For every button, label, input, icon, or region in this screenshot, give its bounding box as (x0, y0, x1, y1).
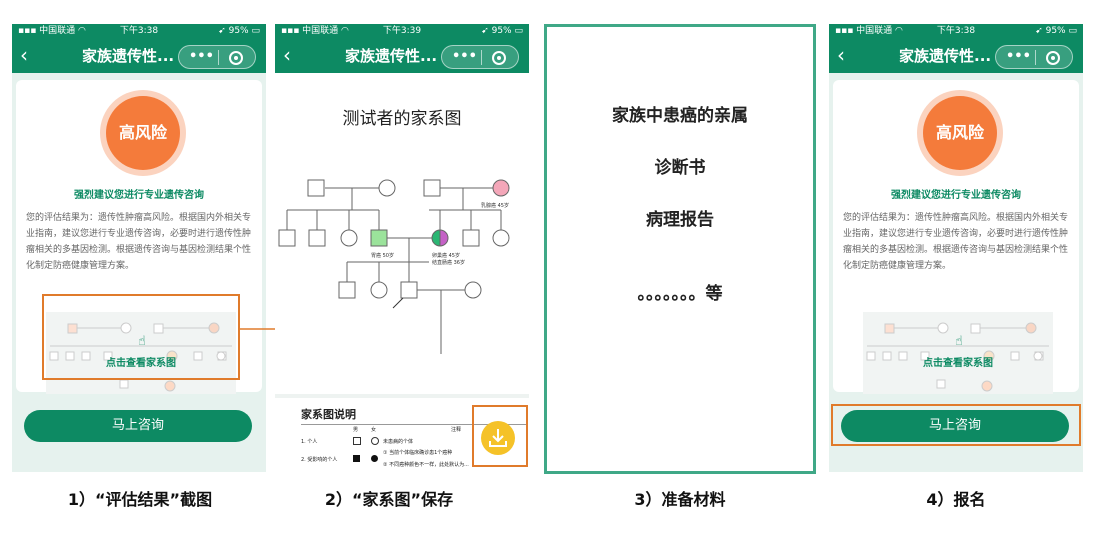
caption-step4: 4）报名 (926, 490, 986, 509)
male-square-icon (353, 437, 361, 445)
pedigree-chart: 乳腺癌 45岁 胃癌 50岁 卵巢癌 45岁 结直肠癌 36岁 (278, 179, 510, 354)
close-target-icon[interactable] (229, 51, 243, 65)
carrier-label: ▪▪▪ 中国联通 ◠ (281, 26, 349, 36)
female-circle-icon (371, 437, 379, 445)
legend-row2-label: 2. 受影响的个人 (301, 457, 338, 463)
more-icon[interactable]: ••• (1006, 49, 1031, 64)
legend-header-male: 男 (353, 427, 359, 433)
nav-bar: ‹ 家族遗传性... ••• (829, 39, 1083, 73)
materials-panel: 家族中患癌的亲属 诊断书 病理报告 。。。。。。。等 (544, 24, 816, 474)
back-icon[interactable]: ‹ (283, 43, 291, 67)
phone-panel-result: ▪▪▪ 中国联通 ◠ 下午3:38 ➹ 95% ▭ ‹ 家族遗传性... •••… (12, 24, 266, 472)
pedigree-thumbnail (866, 322, 1049, 392)
nav-title: 家族遗传性... (899, 47, 992, 65)
risk-badge: 高风险 (106, 96, 180, 170)
nav-bar: ‹ 家族遗传性... ••• (12, 39, 266, 73)
label-gastric-cancer: 胃癌 50岁 (371, 252, 394, 259)
legend-row2-note2: ② 不同癌种颜色不一样，此处默认为... (383, 462, 469, 468)
label-breast-cancer: 乳腺癌 45岁 (481, 202, 509, 209)
mini-program-capsule[interactable]: ••• (995, 45, 1073, 69)
status-bar: ▪▪▪ 中国联通 ◠ 下午3:39 ➹ 95% ▭ (275, 24, 529, 39)
result-card: 高风险 强烈建议您进行专业遗传咨询 您的评估结果为：遗传性肿瘤高风险。根据国内外… (16, 80, 262, 394)
consult-button[interactable]: 马上咨询 (841, 410, 1069, 442)
label-ovary-cancer: 卵巢癌 45岁 (432, 252, 460, 259)
battery-text: 95% (228, 26, 249, 36)
phone-panel-signup: ▪▪▪ 中国联通 ◠ 下午3:38 ➹ 95% ▭ ‹ 家族遗传性... •••… (829, 24, 1083, 472)
caption-step1: 1）“评估结果”截图 (67, 490, 213, 509)
result-description: 您的评估结果为：遗传性肿瘤高风险。根据国内外相关专业指南，建议您进行专业遗传咨询… (26, 213, 252, 271)
caption-step3: 3）准备材料 (634, 490, 726, 509)
affected-square-icon (353, 455, 360, 462)
affected-circle-icon (371, 455, 378, 462)
pedigree-preview[interactable]: ☝ 点击查看家系图 (863, 312, 1053, 394)
legend-row1-note: 未患病的个体 (383, 439, 414, 445)
carrier-text: 中国联通 (302, 26, 339, 36)
legend-row1-label: 1. 个人 (301, 439, 318, 445)
capsule-divider (218, 50, 219, 65)
nav-bar: ‹ 家族遗传性... ••• (275, 39, 529, 73)
battery-text: 95% (1045, 26, 1066, 36)
suggestion-text: 强烈建议您进行专业遗传咨询 (891, 190, 1021, 201)
legend-table: 男 女 注释 1. 个人 未患病的个体 2. 受影响的个人 ① 当前个体临床确诊… (301, 424, 527, 468)
capsule-divider (1035, 50, 1036, 65)
material-relatives: 家族中患癌的亲属 (612, 106, 748, 126)
status-time: 下午3:38 (119, 26, 159, 36)
carrier-text: 中国联通 (39, 26, 76, 36)
close-target-icon[interactable] (492, 51, 506, 65)
carrier-label: ▪▪▪ 中国联通 ◠ (835, 26, 903, 36)
nav-title: 家族遗传性... (345, 47, 438, 65)
pedigree-preview[interactable]: ☝ 点击查看家系图 (46, 312, 236, 394)
caption-step2: 2）“家系图”保存 (324, 490, 454, 509)
hand-pointer-icon: ☝ (138, 334, 146, 349)
hand-pointer-icon: ☝ (955, 334, 963, 349)
mini-program-capsule[interactable]: ••• (441, 45, 519, 69)
mini-program-capsule[interactable]: ••• (178, 45, 256, 69)
back-icon[interactable]: ‹ (837, 43, 845, 67)
more-icon[interactable]: ••• (452, 49, 477, 64)
status-bar: ▪▪▪ 中国联通 ◠ 下午3:38 ➹ 95% ▭ (829, 24, 1083, 39)
view-pedigree-link[interactable]: 点击查看家系图 (106, 358, 176, 369)
consult-button[interactable]: 马上咨询 (24, 410, 252, 442)
status-time: 下午3:38 (936, 26, 976, 36)
download-highlight-box (472, 405, 528, 467)
preview-highlight-box (42, 294, 240, 380)
legend-row2-note1: ① 当前个体临床确诊患1个癌种 (383, 450, 453, 456)
result-card: 高风险 强烈建议您进行专业遗传咨询 您的评估结果为：遗传性肿瘤高风险。根据国内外… (833, 80, 1079, 394)
consult-highlight-box (831, 404, 1081, 446)
more-icon[interactable]: ••• (189, 49, 214, 64)
back-icon[interactable]: ‹ (20, 43, 28, 67)
material-diagnosis: 诊断书 (654, 158, 706, 178)
status-time: 下午3:39 (382, 26, 422, 36)
battery-indicator: ➹ 95% ▭ (481, 26, 523, 36)
capsule-divider (481, 50, 482, 65)
nav-title: 家族遗传性... (82, 47, 175, 65)
battery-text: 95% (491, 26, 512, 36)
result-description: 您的评估结果为：遗传性肿瘤高风险。根据国内外相关专业指南，建议您进行专业遗传咨询… (843, 213, 1069, 271)
status-bar: ▪▪▪ 中国联通 ◠ 下午3:38 ➹ 95% ▭ (12, 24, 266, 39)
pedigree-thumbnail (49, 322, 232, 392)
legend-title: 家系图说明 (301, 408, 356, 421)
battery-indicator: ➹ 95% ▭ (218, 26, 260, 36)
material-pathology: 病理报告 (646, 210, 714, 230)
pedigree-title: 测试者的家系图 (342, 109, 462, 129)
battery-indicator: ➹ 95% ▭ (1035, 26, 1077, 36)
close-target-icon[interactable] (1046, 51, 1060, 65)
view-pedigree-link[interactable]: 点击查看家系图 (923, 358, 993, 369)
legend-header-female: 女 (371, 427, 377, 433)
download-icon (489, 429, 507, 447)
label-colon-cancer: 结直肠癌 36岁 (432, 259, 465, 266)
carrier-text: 中国联通 (856, 26, 893, 36)
suggestion-text: 强烈建议您进行专业遗传咨询 (74, 190, 204, 201)
carrier-label: ▪▪▪ 中国联通 ◠ (18, 26, 86, 36)
legend-header-note: 注释 (451, 427, 462, 433)
material-etc: 。。。。。。。等 (637, 284, 723, 304)
download-button[interactable] (481, 421, 515, 455)
risk-badge: 高风险 (923, 96, 997, 170)
